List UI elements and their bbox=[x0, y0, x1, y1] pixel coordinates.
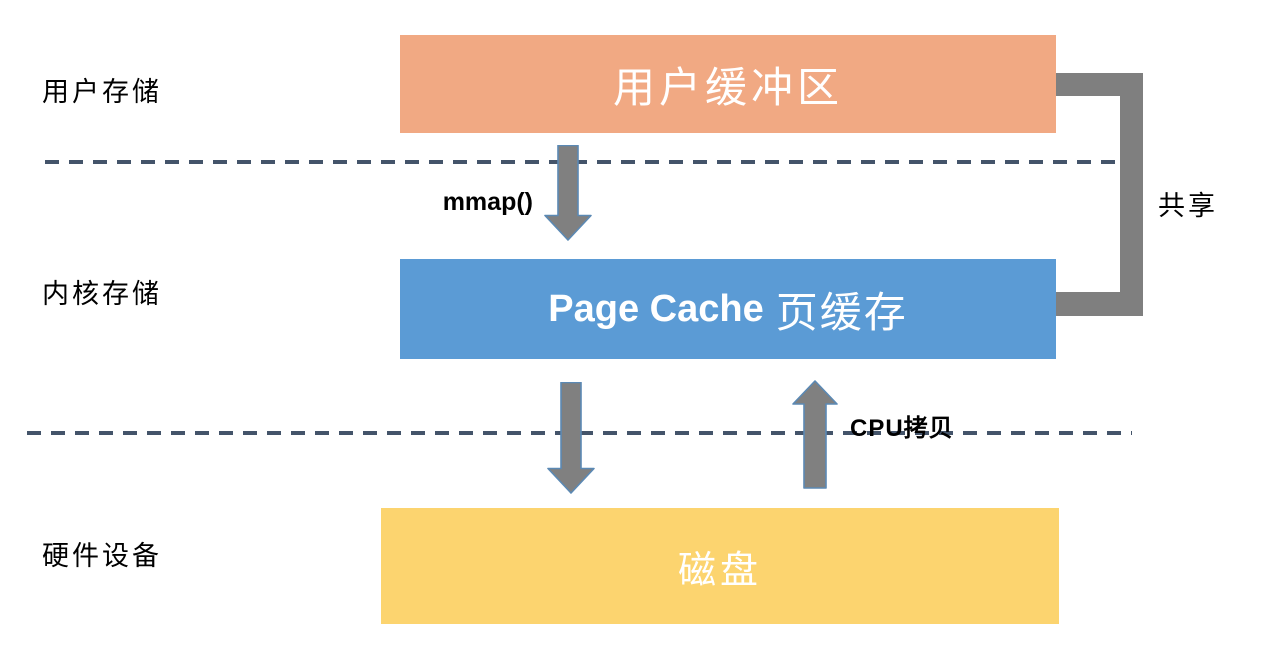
row-label-hardware-device: 硬件设备 bbox=[42, 541, 162, 571]
share-label: 共享 bbox=[1158, 191, 1218, 221]
page-cache-box: Page Cache 页缓存 bbox=[400, 259, 1056, 359]
row-label-kernel-storage: 内核存储 bbox=[42, 279, 162, 309]
mmap-down-arrow-icon bbox=[544, 145, 592, 241]
page-cache-label-en: Page Cache bbox=[548, 287, 764, 330]
disk-label: 磁盘 bbox=[677, 549, 762, 592]
user-buffer-label: 用户缓冲区 bbox=[612, 65, 843, 112]
user-kernel-boundary-dashed-line bbox=[45, 160, 1120, 164]
cpu-copy-label: CPU拷贝 bbox=[850, 415, 954, 442]
cpu-copy-up-arrow-icon bbox=[792, 380, 838, 489]
disk-box: 磁盘 bbox=[381, 508, 1059, 624]
share-bracket-vertical-bar bbox=[1120, 73, 1143, 316]
share-bracket-bottom-bar bbox=[1056, 292, 1143, 316]
write-to-disk-down-arrow-icon bbox=[547, 382, 595, 494]
mmap-label: mmap() bbox=[442, 188, 533, 216]
user-buffer-box: 用户缓冲区 bbox=[400, 35, 1056, 133]
page-cache-label-zh: 页缓存 bbox=[775, 290, 908, 337]
row-label-user-storage: 用户存储 bbox=[42, 77, 162, 107]
